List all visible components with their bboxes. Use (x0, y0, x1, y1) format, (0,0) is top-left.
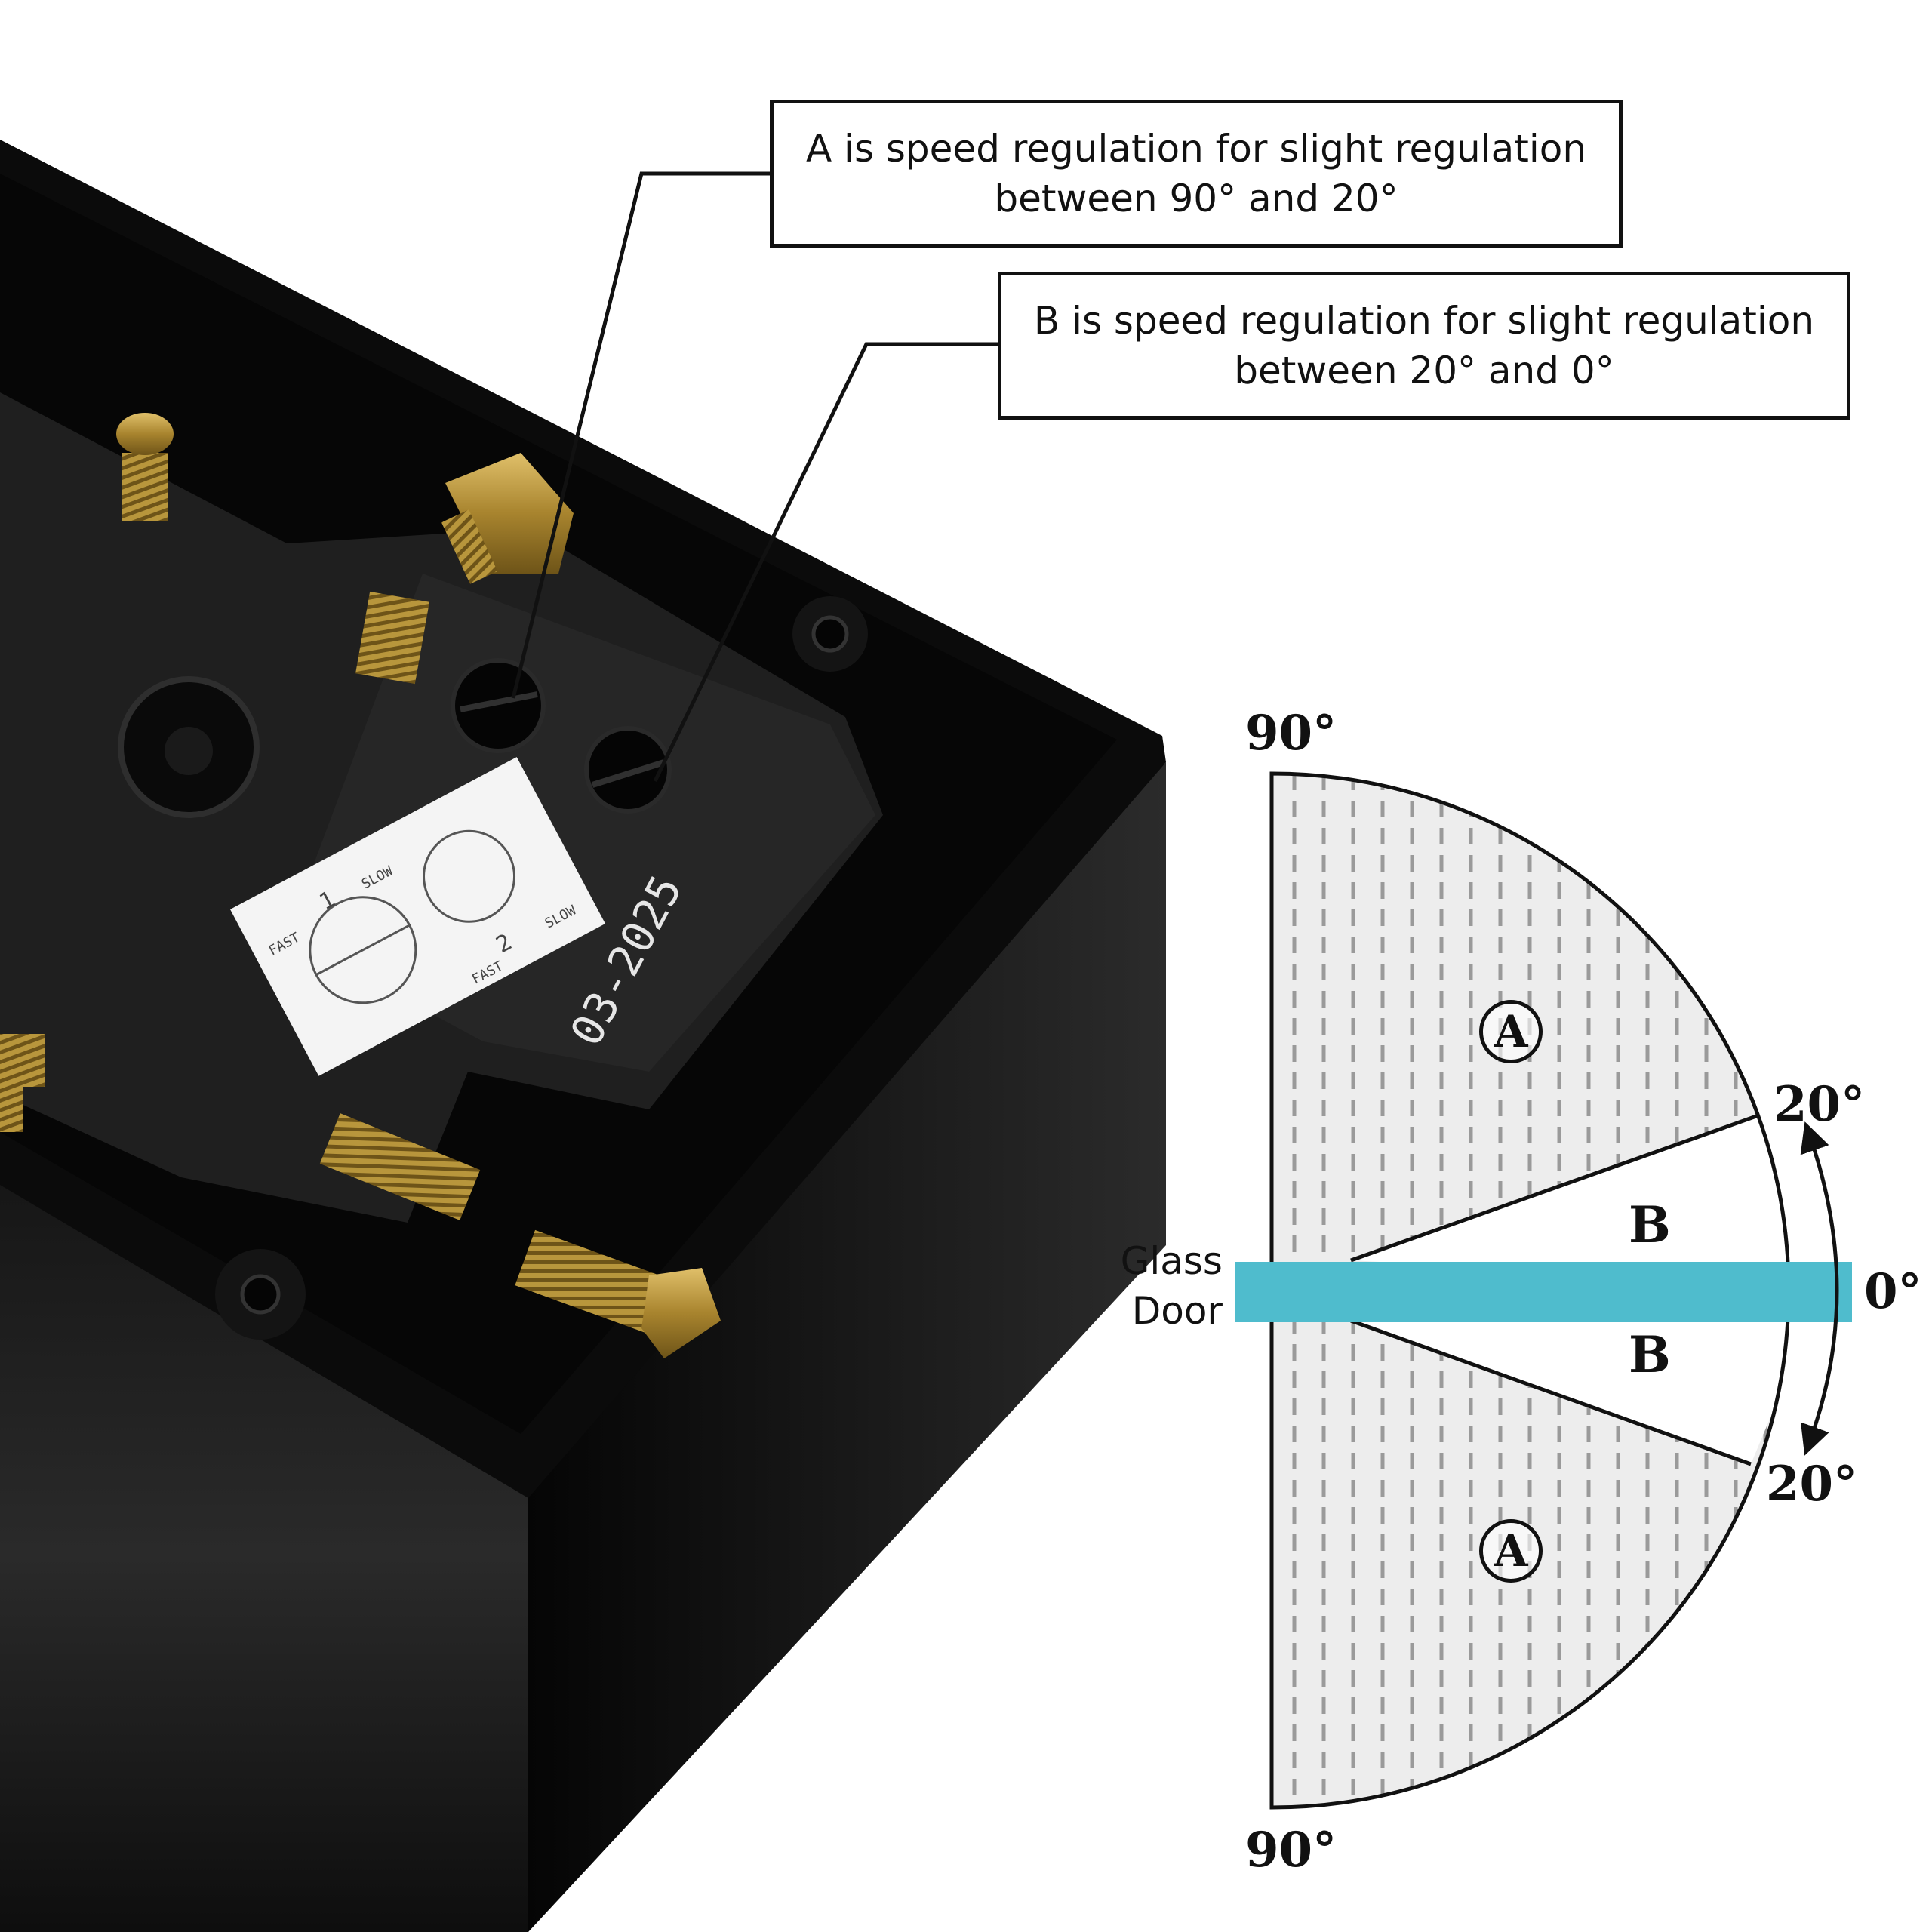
glass-door-label: Glass Door (1102, 1236, 1223, 1336)
box-right-face (528, 762, 1166, 1932)
callout-a-line2: between 90° and 20° (994, 177, 1398, 220)
mounting-lug-right (792, 596, 868, 672)
sector-a-top-label: A (1479, 1000, 1543, 1063)
sector-a-bottom-label: A (1479, 1519, 1543, 1583)
brass-bolt-lower (319, 1113, 481, 1220)
sector-b-top-label: B (1629, 1195, 1671, 1254)
brass-bolt-front (515, 1229, 721, 1358)
screw-a (451, 658, 546, 753)
spindle-boss (118, 676, 260, 818)
instruction-sticker: 1 2 FAST SLOW FAST SLOW (230, 757, 606, 1076)
glass-door-label-line2: Door (1131, 1289, 1223, 1333)
callout-box-b: B is speed regulation for slight regulat… (998, 272, 1850, 420)
ray-20-lower (1350, 1318, 1752, 1466)
glass-door-label-line1: Glass (1120, 1239, 1223, 1283)
angle-label-90-bottom: 90° (1245, 1822, 1337, 1878)
angle-label-20-lower: 20° (1766, 1456, 1858, 1512)
sector-b-lower (1351, 1283, 1789, 1464)
angle-label-90-top: 90° (1245, 705, 1337, 761)
callout-a-line1: A is speed regulation for slight regulat… (805, 127, 1587, 171)
screw-b (584, 726, 672, 814)
brass-bolt-hex (441, 453, 574, 584)
rotation-arrow (1800, 1121, 1839, 1456)
sector-b-bottom-label: B (1629, 1325, 1671, 1384)
brass-bolt-left (0, 1034, 45, 1132)
sector-b-upper (1351, 1115, 1789, 1283)
ray-20-upper (1350, 1113, 1759, 1263)
angle-label-0: 0° (1864, 1263, 1922, 1320)
angle-label-20-upper: 20° (1774, 1076, 1866, 1133)
leader-line-a (511, 171, 771, 699)
callout-b-line2: between 20° and 0° (1234, 349, 1614, 392)
glass-door-bar (1235, 1262, 1852, 1322)
callout-b-line1: B is speed regulation for slight regulat… (1033, 299, 1815, 343)
callout-box-a: A is speed regulation for slight regulat… (770, 100, 1623, 248)
brass-bolt-mid (355, 591, 429, 685)
leader-line-b (653, 342, 999, 783)
box-front-face (0, 1177, 528, 1932)
brass-bolt-top (116, 413, 174, 521)
mounting-lug-left (215, 1249, 306, 1340)
